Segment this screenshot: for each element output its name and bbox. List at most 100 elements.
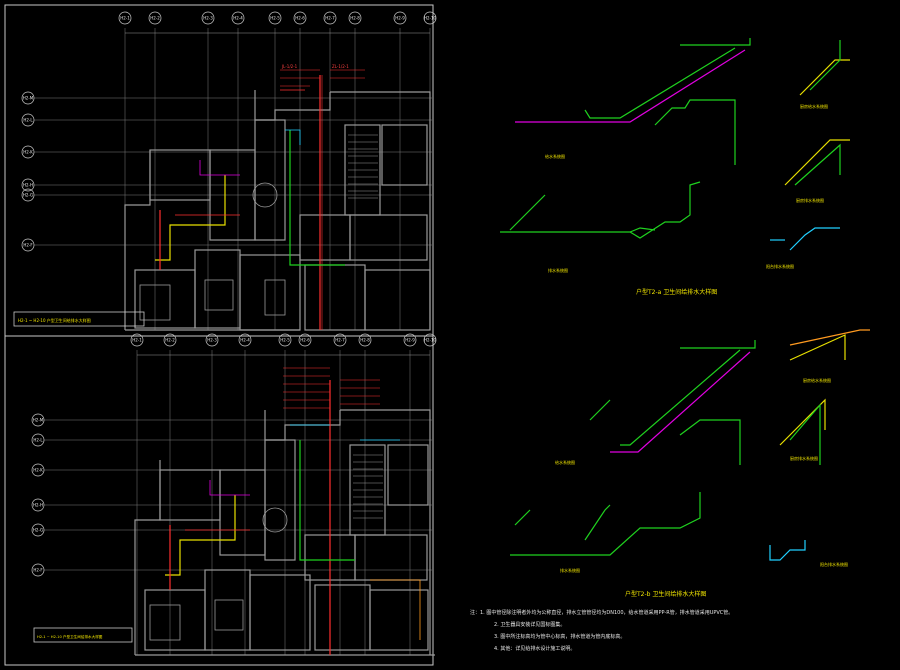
axis-bubble [21,113,35,127]
axis-label: H2-H [33,503,43,508]
axis-bubble [278,333,292,347]
top-caption-drain: 排水系统图 [548,267,568,273]
axis-bubble [21,178,35,192]
axis-bubble [323,11,337,25]
bottom-riser-green [680,340,756,349]
top-drain-stub [629,227,656,233]
axis-label: H2-1 [132,338,142,343]
note-line-2: 2. 卫生器具安装详见国标图集。 [494,621,565,628]
bottom-caption-kitchen-supply: 厨房给水系统图 [803,377,831,383]
axis-label: H2-3 [207,338,217,343]
top-caption-balcony: 阳台排水系统图 [766,263,794,269]
bottom-caption-drain: 排水系统图 [560,567,580,573]
bottom-plan-title-box [33,627,133,643]
axis-bubble [201,11,215,25]
axis-bubble [358,333,372,347]
axis-bubble [231,11,245,25]
axis-bubble [393,11,407,25]
top-drain-diagram-2 [509,194,546,231]
axis-label: H2-8 [350,16,360,21]
top-riser-branch [654,99,736,165]
axis-bubble [423,11,437,25]
bottom-caption-balcony: 阳台排水系统图 [820,561,848,567]
axis-label: H2-4 [233,16,243,21]
bottom-round-table [262,507,288,533]
axis-label: H2-2 [165,338,175,343]
bottom-plan-title: H2-1 ~ H2-10 户型卫生间给排水大样图 [37,634,103,639]
top-stair-hatch [348,134,378,199]
top-kitchen-drain [784,139,850,186]
axis-bubble [163,333,177,347]
top-plan-label-1: JL-1/2-1 [281,64,298,69]
axis-bubble [423,333,437,347]
bottom-plan-pipes [165,380,421,655]
axis-bubble [31,433,45,447]
axis-bubble [333,333,347,347]
bottom-kitchen-supply-2 [789,334,846,361]
axis-label: H2-5 [270,16,280,21]
axis-label: H2-7 [335,338,345,343]
top-kitchen-supply [799,59,850,96]
axis-bubble [31,563,45,577]
axis-label: H2-6 [300,338,310,343]
axis-bubble [148,11,162,25]
axis-label: H2-L [23,118,33,123]
bottom-bed-2 [214,599,244,631]
top-axis-bubbles-left: H2-MH2-LH2-KH2-HH2-GH2-F [21,91,35,252]
axis-label: H2-1 [120,16,130,21]
bottom-riser-branch-2 [589,399,611,421]
top-round-table [252,182,278,208]
bottom-caption-kitchen-drain: 厨房排水系统图 [790,455,818,461]
top-plan-title: H2-1 ~ H2-10 户型卫生间给排水大样图 [18,317,91,323]
axis-label: H2-5 [280,338,290,343]
axis-label: H2-4 [240,338,250,343]
bottom-drain-diagram-3 [584,504,611,541]
top-bed-2 [204,279,234,311]
axis-label: H2-8 [360,338,370,343]
top-plan-pipes [155,75,345,330]
axis-label: H2-G [23,193,33,198]
axis-label: H2-M [23,96,34,101]
top-balcony-drain [789,227,840,251]
axis-bubble [118,11,132,25]
bottom-building-walls [134,409,435,656]
bottom-caption-supply: 给水系统图 [555,459,575,465]
top-drain-diagram [500,181,701,239]
bottom-grid-lines-vertical [136,350,431,655]
top-riser-diag-magenta [515,49,746,123]
top-bed-1 [139,284,171,321]
bottom-pipe-labels [283,367,380,409]
axis-label: H2-2 [150,16,160,21]
bottom-kitchen-drain-2 [789,403,821,465]
bottom-kitchen-drain [779,398,826,446]
axis-bubble [238,333,252,347]
bottom-drain-diagram-2 [514,509,531,526]
axis-bubble [21,238,35,252]
axis-bubble [293,11,307,25]
top-sofa [264,279,286,316]
axis-label: H2-K [23,150,33,155]
bottom-riser-branch [679,419,741,465]
axis-label: H2-H [23,183,33,188]
bottom-riser-diag-green [620,349,741,446]
axis-bubble [130,333,144,347]
axis-bubble [21,145,35,159]
top-kitchen-supply-2 [809,40,841,91]
axis-bubble [31,463,45,477]
axis-bubble [21,188,35,202]
axis-label: H2-L [33,438,43,443]
top-caption-supply: 给水系统图 [545,153,565,159]
bottom-balcony-drain [769,540,806,561]
bottom-drain-diagram [510,492,701,556]
top-riser-diag-green [584,47,736,119]
note-line-3: 3. 图中所注标高均为管中心标高，排水管道为管内底标高。 [494,633,625,640]
top-riser-green [680,38,751,46]
bottom-section-title: 户型T2-b 卫生间给排水大样图 [625,590,706,598]
bottom-riser-diag-magenta [610,351,751,453]
axis-label: H2-6 [295,16,305,21]
axis-label: H2-3 [203,16,213,21]
